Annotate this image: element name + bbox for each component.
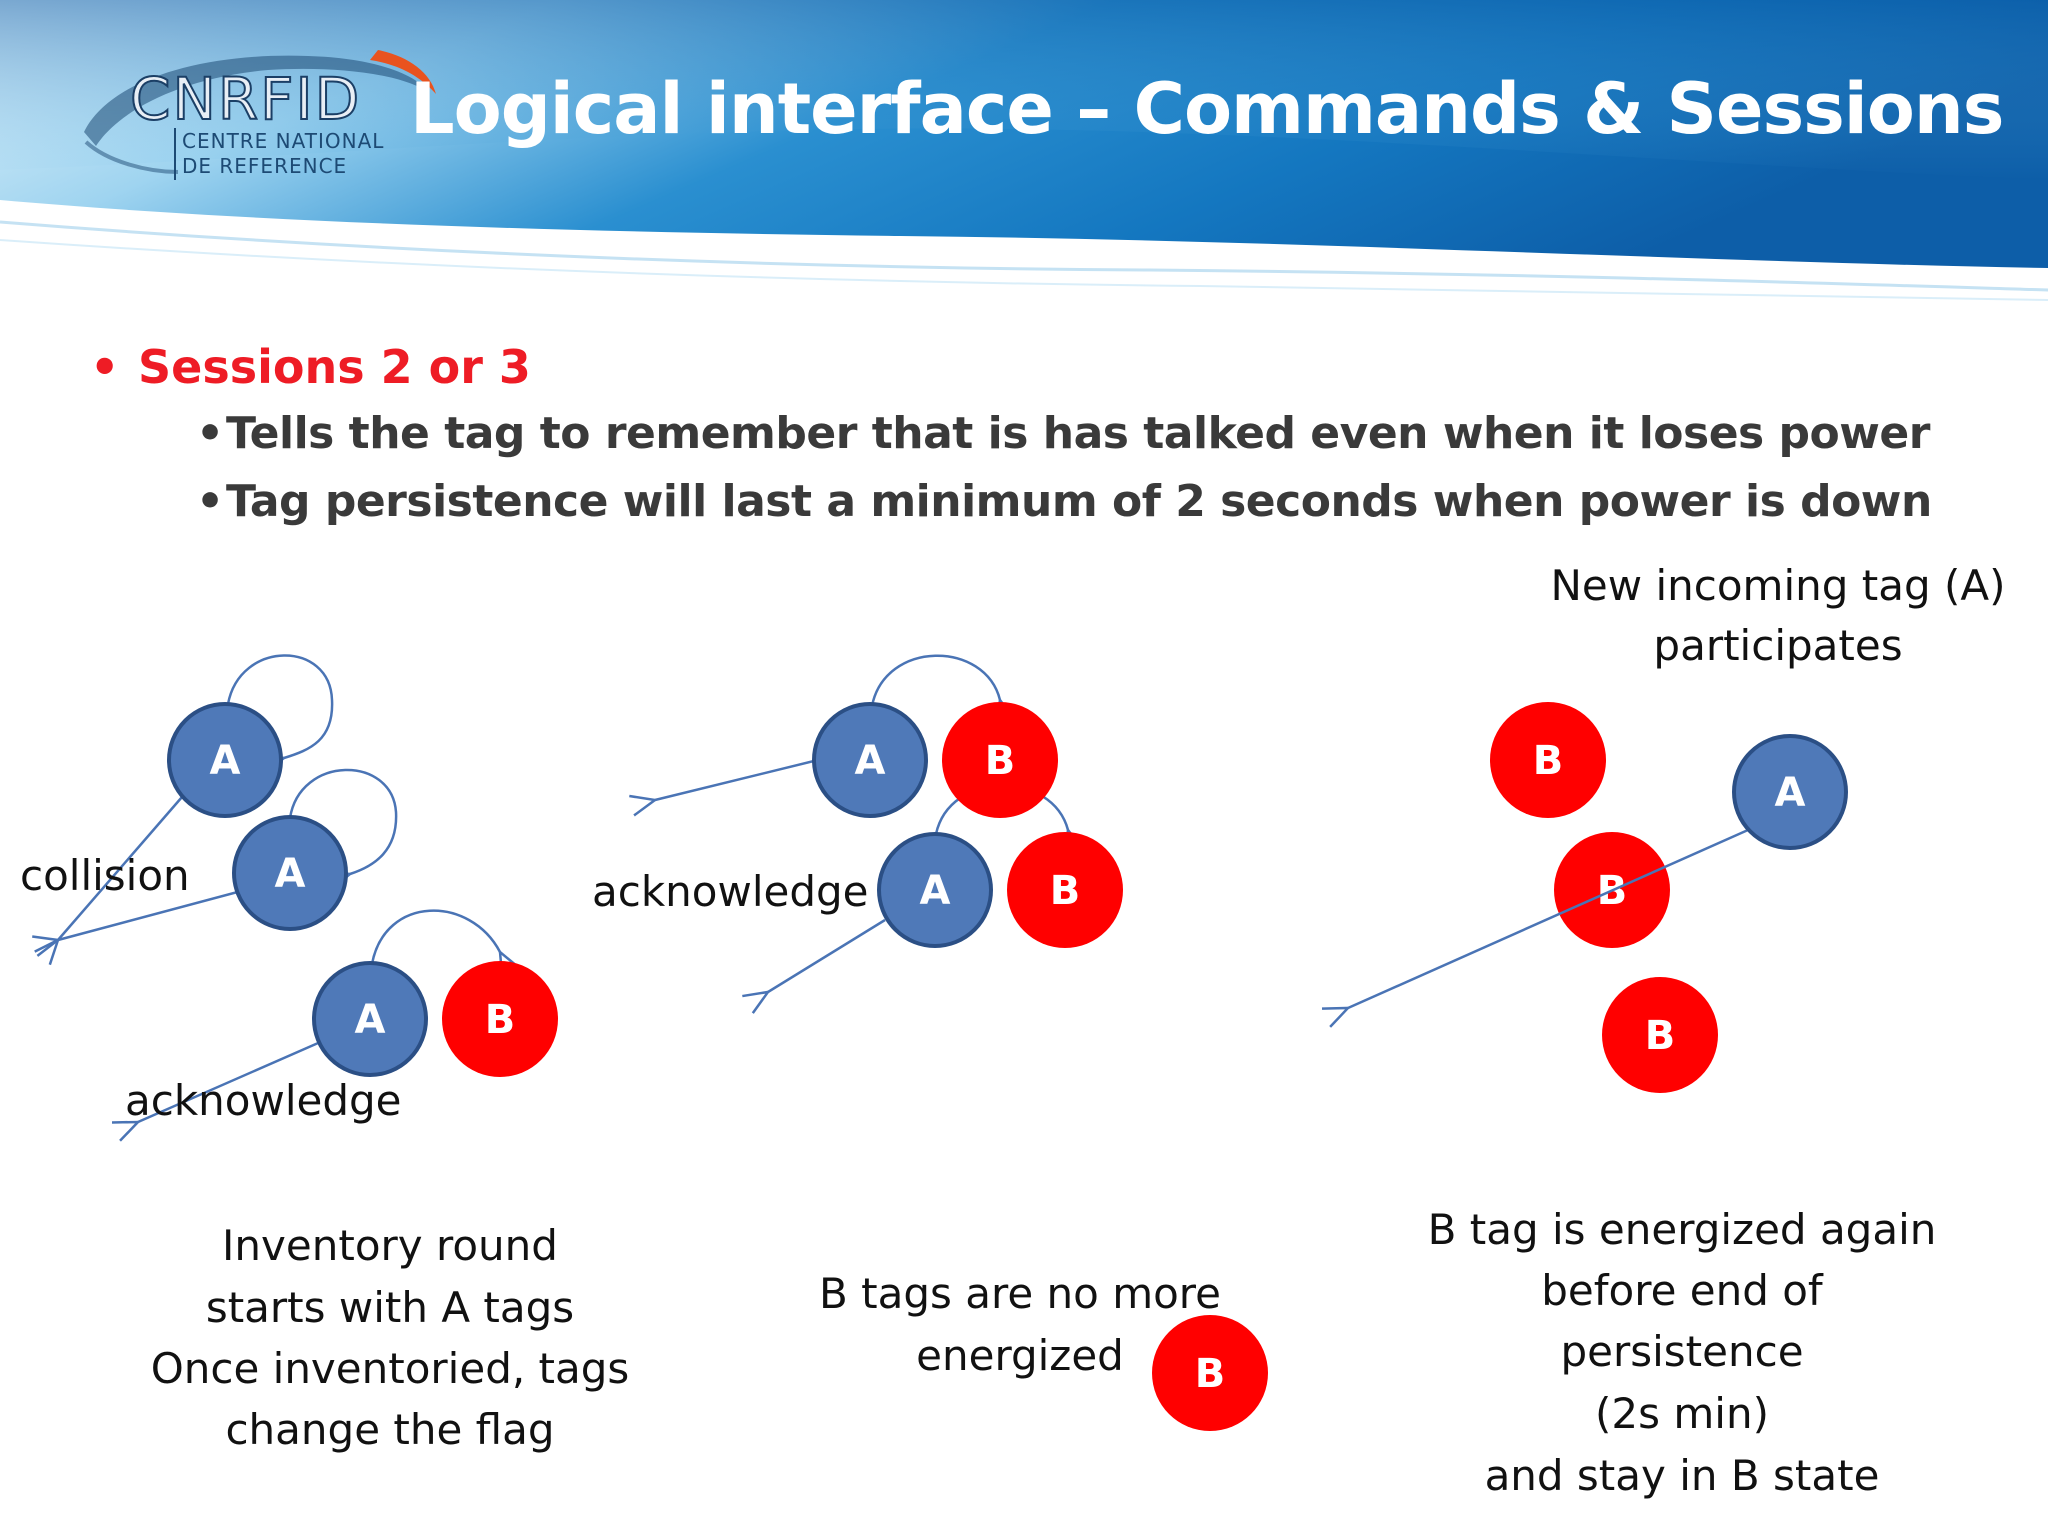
tag-b-label: B <box>1533 738 1564 784</box>
arrow-acknowledge-left <box>138 1038 326 1122</box>
tag-a-node <box>812 702 928 818</box>
bullet-main-text: Sessions 2 or 3 <box>138 340 531 394</box>
caption-middle: B tags are no more energized <box>819 1269 1221 1380</box>
tag-a-label: A <box>210 738 241 784</box>
tag-b-node <box>1007 832 1123 948</box>
tag-b-label: B <box>1645 1013 1676 1059</box>
arrow-new-tag <box>1348 828 1749 1008</box>
caption-right-line: B tag is energized again <box>1428 1205 1937 1254</box>
caption-right: B tag is energized again before end of p… <box>1428 1205 1937 1500</box>
label-acknowledge-left: acknowledge <box>125 1076 402 1125</box>
tag-a-node <box>1732 734 1848 850</box>
cnrfid-logo: CNRFID CENTRE NATIONAL DE REFERENCE <box>78 42 438 192</box>
caption-right-line: and stay in B state <box>1485 1451 1880 1500</box>
caption-right-line: before end of <box>1541 1266 1824 1315</box>
bullet-sub-1-text: Tells the tag to remember that is has ta… <box>226 408 1930 459</box>
tag-a-label: A <box>920 868 951 914</box>
tag-a-node <box>877 832 993 948</box>
arc-a-to-b-mid-1 <box>870 654 1000 706</box>
tag-b-label: B <box>985 738 1016 784</box>
bullet-dot: • <box>90 340 120 394</box>
label-collision: collision <box>20 851 190 900</box>
tag-a-node <box>312 961 428 1077</box>
caption-left-line: starts with A tags <box>206 1283 574 1332</box>
logo-subtitle-line2: DE REFERENCE <box>182 154 348 178</box>
logo-swoosh <box>84 50 436 174</box>
arrow-collision-2 <box>58 888 246 940</box>
tag-a-node <box>167 702 283 818</box>
tag-b-label: B <box>1195 1351 1226 1397</box>
caption-left: Inventory round starts with A tags Once … <box>151 1221 630 1454</box>
arrow-middle-2 <box>768 918 886 992</box>
tag-a-label: A <box>355 997 386 1043</box>
logo-subtitle-line1: CENTRE NATIONAL <box>182 129 385 153</box>
caption-right-line: persistence <box>1560 1327 1803 1376</box>
tag-b-label: B <box>485 997 516 1043</box>
tag-a-label: A <box>1775 770 1806 816</box>
bullet-dot: • <box>196 408 224 459</box>
header-background <box>0 0 2048 301</box>
caption-left-line: Once inventoried, tags <box>151 1344 630 1393</box>
tag-a-label: A <box>855 738 886 784</box>
tag-b-label: B <box>1050 868 1081 914</box>
logo-divider <box>174 128 176 180</box>
slide-title: Logical interface – Commands & Sessions <box>410 68 2004 150</box>
bullet-sub-2-text: Tag persistence will last a minimum of 2… <box>226 476 1932 527</box>
self-loop-a2 <box>288 768 398 874</box>
tag-b-node <box>942 702 1058 818</box>
tag-b-node <box>1602 977 1718 1093</box>
tag-b-node <box>442 961 558 1077</box>
caption-middle-line: B tags are no more <box>819 1269 1221 1318</box>
label-participates: participates <box>1653 621 1902 670</box>
arc-a-to-b-left <box>370 909 500 964</box>
caption-middle-line: energized <box>916 1331 1124 1380</box>
bullet-sessions: •Sessions 2 or 3 <box>90 344 531 390</box>
tag-a-label: A <box>275 851 306 897</box>
self-loop-a1 <box>226 654 334 758</box>
caption-left-line: change the flag <box>225 1405 554 1454</box>
label-acknowledge-middle: acknowledge <box>592 867 869 916</box>
label-new-incoming-tag: New incoming tag (A) <box>1551 561 2006 610</box>
logo-wordmark: CNRFID <box>129 65 362 133</box>
tag-b-node <box>1152 1315 1268 1431</box>
bullet-sub-2: •Tag persistence will last a minimum of … <box>196 480 1932 524</box>
arrow-middle-1 <box>655 758 819 800</box>
tag-b-node <box>1490 702 1606 818</box>
tag-a-node <box>232 815 348 931</box>
bullet-sub-1: •Tells the tag to remember that is has t… <box>196 412 1930 456</box>
arrow-collision-1 <box>58 781 196 940</box>
caption-left-line: Inventory round <box>222 1221 558 1270</box>
bullet-dot: • <box>196 476 224 527</box>
caption-right-line: (2s min) <box>1595 1389 1769 1438</box>
